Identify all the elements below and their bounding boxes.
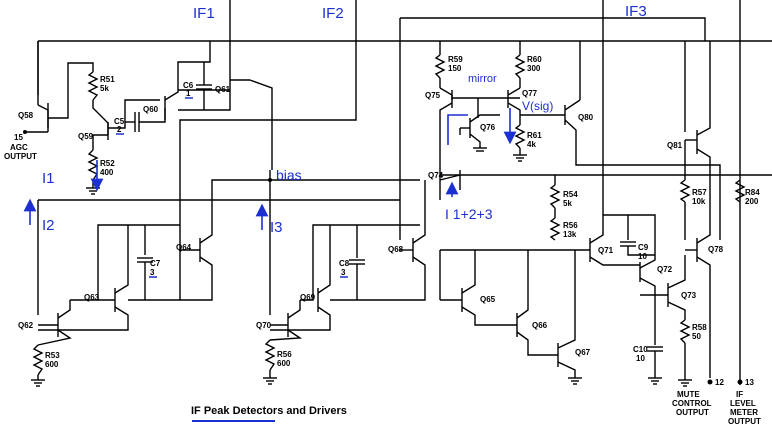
c10-value: 10	[636, 354, 645, 363]
mute-2: CONTROL	[672, 399, 712, 408]
r54-value: 5k	[563, 199, 572, 208]
iflevel-1: IF	[736, 390, 743, 399]
r84-label: R84	[745, 188, 760, 197]
mirror-section	[434, 41, 772, 240]
q65-label: Q65	[480, 295, 496, 304]
q81-label: Q81	[667, 141, 683, 150]
r56a-label: R56	[277, 350, 292, 359]
r51-value: 5k	[100, 84, 109, 93]
iflevel-4: OUTPUT	[728, 417, 761, 426]
label-i2: I2	[42, 217, 55, 234]
q68-label: Q68	[388, 245, 404, 254]
r84-value: 200	[745, 197, 759, 206]
r58-value: 50	[692, 332, 701, 341]
pin-13: 13	[745, 378, 754, 387]
q75-label: Q75	[425, 91, 441, 100]
q69-label: Q69	[300, 293, 316, 302]
pin-labels: 15 AGC OUTPUT 12 MUTE CONTROL OUTPUT 13 …	[4, 133, 761, 426]
c9-label: C9	[638, 243, 649, 252]
q59-label: Q59	[78, 132, 94, 141]
pin-12: 12	[715, 378, 724, 387]
q76-label: Q76	[480, 123, 496, 132]
diagram-title: IF Peak Detectors and Drivers	[191, 405, 347, 417]
q73-label: Q73	[681, 291, 697, 300]
label-i3: I3	[270, 219, 283, 236]
q66-label: Q66	[532, 321, 548, 330]
r53-label: R53	[45, 351, 60, 360]
label-isum: I 1+2+3	[445, 206, 493, 222]
r59-value: 150	[448, 64, 462, 73]
iflevel-2: LEVEL	[730, 399, 756, 408]
r57-label: R57	[692, 188, 707, 197]
q61-label: Q61	[215, 85, 231, 94]
c6-value: 1	[186, 89, 191, 98]
capacitor-labels: C5 2 C6 1 C7 3 C8 3 C9 10 C10 10	[114, 81, 649, 363]
c8-label: C8	[339, 259, 350, 268]
c6-label: C6	[183, 81, 194, 90]
label-if2: IF2	[322, 5, 344, 22]
c7-value: 3	[150, 268, 155, 277]
c5-value: 2	[117, 125, 122, 134]
r56a-value: 600	[277, 359, 291, 368]
r61-label: R61	[527, 131, 542, 140]
capacitor-underlines	[116, 97, 348, 278]
q72-label: Q72	[657, 265, 673, 274]
c7-label: C7	[150, 259, 161, 268]
label-vsig: V(sig)	[522, 99, 553, 113]
q64-label: Q64	[176, 243, 192, 252]
mirror-annotations	[445, 108, 517, 197]
c9-value: 10	[638, 252, 647, 261]
current-arrows	[23, 160, 269, 230]
middle-section	[263, 170, 426, 385]
r61-value: 4k	[527, 140, 536, 149]
r59-label: R59	[448, 55, 463, 64]
q62-label: Q62	[18, 321, 34, 330]
mute-1: MUTE	[677, 390, 700, 399]
r56b-value: 13k	[563, 230, 577, 239]
label-bias: bias	[276, 167, 302, 183]
r51-label: R51	[100, 75, 115, 84]
r60-value: 300	[527, 64, 541, 73]
r54-label: R54	[563, 190, 578, 199]
agc-output-2: OUTPUT	[4, 152, 37, 161]
agc-section	[23, 41, 273, 195]
right-section	[589, 41, 746, 387]
mute-3: OUTPUT	[676, 408, 709, 417]
r53-value: 600	[45, 360, 59, 369]
q70-label: Q70	[256, 321, 272, 330]
q78-label: Q78	[708, 245, 724, 254]
q63-label: Q63	[84, 293, 100, 302]
r56b-label: R56	[563, 221, 578, 230]
label-if1: IF1	[193, 5, 215, 22]
r52-value: 400	[100, 168, 114, 177]
q60-label: Q60	[143, 105, 159, 114]
q74-label: Q74	[428, 171, 444, 180]
q71-label: Q71	[598, 246, 614, 255]
c8-value: 3	[341, 268, 346, 277]
q77-label: Q77	[522, 89, 538, 98]
label-i1: I1	[42, 170, 55, 187]
q80-label: Q80	[578, 113, 594, 122]
left-lower-section	[31, 41, 420, 387]
r57-value: 10k	[692, 197, 706, 206]
label-if3: IF3	[625, 3, 647, 20]
iflevel-3: METER	[730, 408, 758, 417]
c5-label: C5	[114, 117, 125, 126]
r58-label: R58	[692, 323, 707, 332]
label-mirror: mirror	[468, 73, 497, 85]
agc-output-1: AGC	[10, 143, 28, 152]
r60-label: R60	[527, 55, 542, 64]
q67-label: Q67	[575, 348, 591, 357]
c10-label: C10	[633, 345, 648, 354]
right-middle-section	[439, 175, 590, 385]
resistors-left	[32, 71, 276, 376]
pin-15: 15	[14, 133, 23, 142]
resistor-labels: R51 5k R52 400 R53 600 R54 5k R56 600 R5…	[45, 55, 760, 369]
transistor-labels: Q58 Q59 Q60 Q61 Q62 Q63 Q64 Q65 Q66 Q67 …	[18, 85, 724, 357]
q58-label: Q58	[18, 111, 34, 120]
r52-label: R52	[100, 159, 115, 168]
